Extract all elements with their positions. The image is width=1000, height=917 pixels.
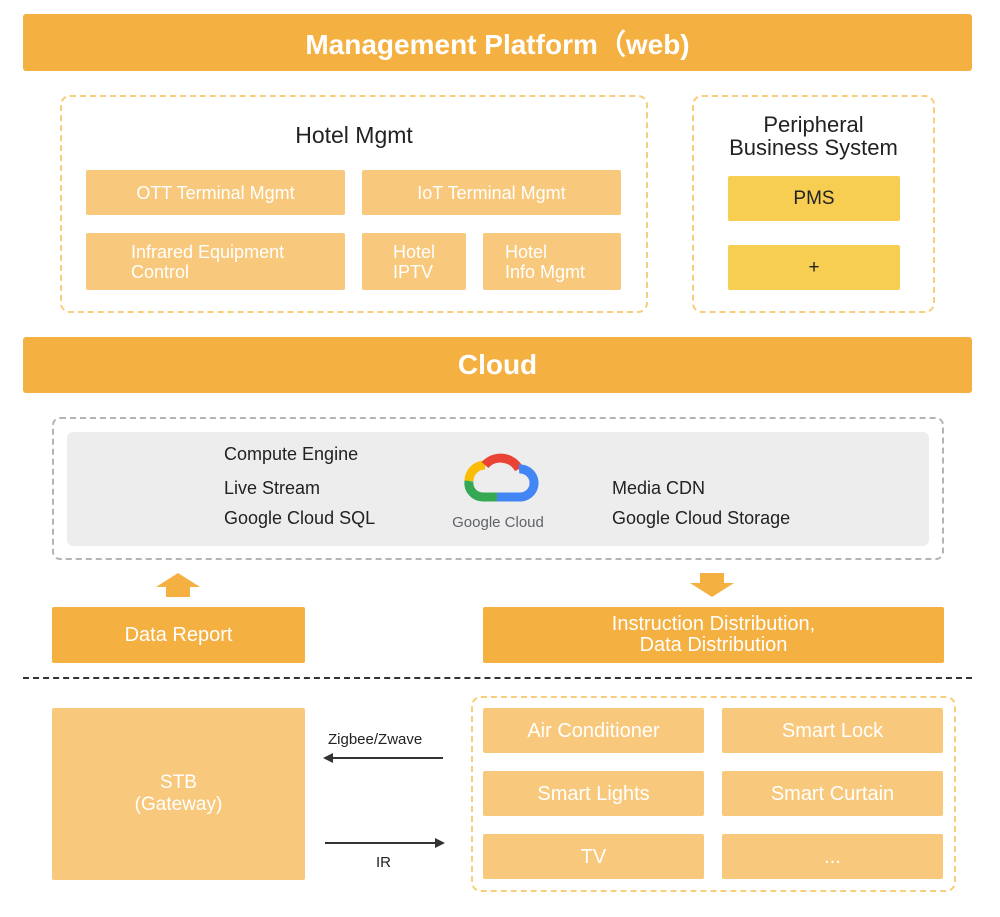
instruction-distribution-box: Instruction Distribution, Data Distribut… [483, 607, 944, 663]
google-cloud-logo-icon [464, 453, 539, 502]
cloud-bar: Cloud [23, 337, 972, 393]
device-smart-curtain: Smart Curtain [722, 771, 943, 816]
arrow-up-icon [156, 573, 200, 597]
peripheral-business-group [692, 95, 935, 313]
arrow-left-icon [323, 753, 443, 763]
device-smart-lights: Smart Lights [483, 771, 704, 816]
device-tv: TV [483, 834, 704, 879]
add-system-box: + [728, 245, 900, 290]
arrow-right-icon [325, 838, 445, 848]
cloud-title: Cloud [457, 349, 538, 380]
service-compute-engine: Compute Engine [224, 444, 359, 464]
management-platform-bar: Management Platform（web) [23, 14, 972, 71]
service-live-stream: Live Stream [224, 478, 321, 498]
service-media-cdn: Media CDN [612, 478, 706, 498]
service-cloud-sql: Google Cloud SQL [224, 508, 376, 528]
zigbee-zwave-label: Zigbee/Zwave [328, 731, 423, 748]
data-report-box: Data Report [52, 607, 305, 663]
device-air-conditioner: Air Conditioner [483, 708, 704, 753]
service-cloud-storage: Google Cloud Storage [612, 508, 791, 528]
google-cloud-logo-text: Google Cloud [452, 514, 544, 531]
ir-label: IR [376, 854, 391, 871]
infrared-equipment-control-box: Infrared Equipment Control [86, 233, 345, 290]
device-smart-lock: Smart Lock [722, 708, 943, 753]
devices-group [471, 696, 956, 892]
pms-box: PMS [728, 176, 900, 221]
hotel-mgmt-group [60, 95, 648, 313]
hotel-info-mgmt-box: Hotel Info Mgmt [483, 233, 621, 290]
ott-terminal-mgmt-box: OTT Terminal Mgmt [86, 170, 345, 215]
hotel-iptv-box: Hotel IPTV [362, 233, 466, 290]
cloud-services-panel [67, 432, 929, 546]
hotel-mgmt-title: Hotel Mgmt [295, 122, 413, 148]
iot-terminal-mgmt-box: IoT Terminal Mgmt [362, 170, 621, 215]
cloud-services-group [52, 417, 944, 560]
arrow-down-icon [690, 573, 734, 597]
peripheral-business-title: Peripheral Business System [729, 112, 898, 160]
management-platform-title: Management Platform（web) [305, 28, 690, 60]
device-more: ... [722, 834, 943, 879]
section-divider [23, 677, 972, 679]
stb-gateway-box: STB (Gateway) [52, 708, 305, 880]
